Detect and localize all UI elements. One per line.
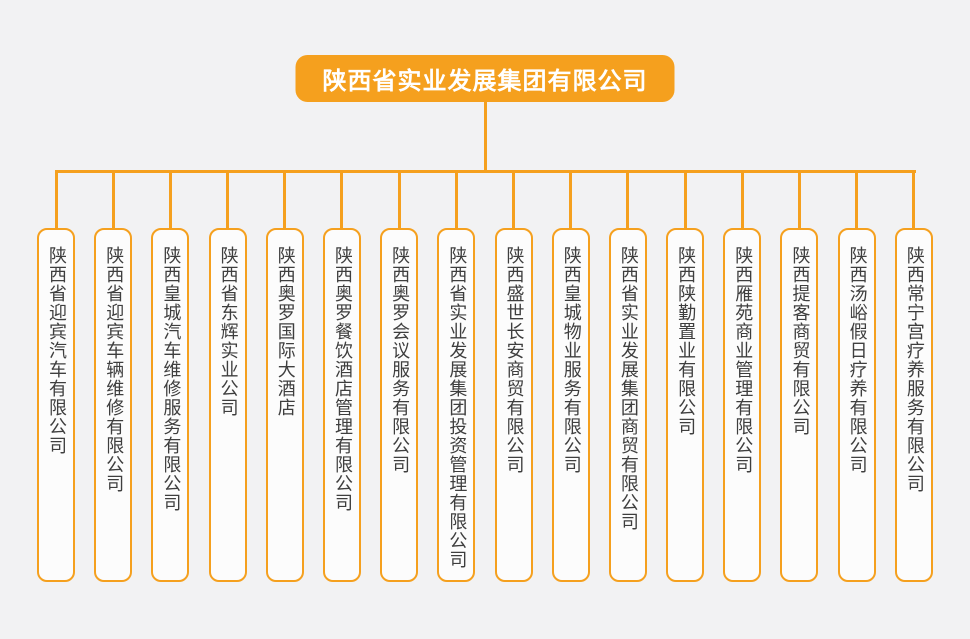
org-chart-child-node: 陕西省实业发展集团商贸有限公司 <box>608 228 647 582</box>
org-chart-branch: 陕西省东辉实业公司 <box>208 173 247 582</box>
org-chart-child-node: 陕西汤峪假日疗养有限公司 <box>837 228 876 582</box>
child-node-label: 陕西奥罗会议服务有限公司 <box>389 246 411 474</box>
org-chart-child-node: 陕西奥罗会议服务有限公司 <box>380 228 419 582</box>
child-node-label: 陕西陕勤置业有限公司 <box>675 246 697 436</box>
connector-drop-line <box>912 173 916 228</box>
child-node-label: 陕西省东辉实业公司 <box>217 246 239 417</box>
org-chart-child-node: 陕西皇城物业服务有限公司 <box>551 228 590 582</box>
org-chart-branch: 陕西皇城物业服务有限公司 <box>551 173 590 582</box>
connector-drop-line <box>54 173 58 228</box>
org-chart-child-node: 陕西省迎宾车辆维修有限公司 <box>94 228 133 582</box>
child-node-label: 陕西皇城汽车维修服务有限公司 <box>160 246 182 512</box>
child-node-label: 陕西盛世长安商贸有限公司 <box>503 246 525 474</box>
org-chart-child-node: 陕西奥罗国际大酒店 <box>265 228 304 582</box>
connector-drop-line <box>626 173 630 228</box>
org-chart-branch: 陕西奥罗国际大酒店 <box>265 173 304 582</box>
connector-drop-line <box>797 173 801 228</box>
connector-drop-line <box>397 173 401 228</box>
org-chart-branch: 陕西盛世长安商贸有限公司 <box>494 173 533 582</box>
org-chart-branch: 陕西汤峪假日疗养有限公司 <box>837 173 876 582</box>
root-node-label: 陕西省实业发展集团有限公司 <box>322 67 648 95</box>
child-node-label: 陕西常宁宫疗养服务有限公司 <box>903 246 925 493</box>
connector-drop-line <box>569 173 573 228</box>
connector-trunk-line <box>55 170 916 173</box>
org-chart-branch: 陕西常宁宫疗养服务有限公司 <box>894 173 933 582</box>
org-chart-branch: 陕西省迎宾汽车有限公司 <box>37 173 75 582</box>
org-chart-branch: 陕西省实业发展集团商贸有限公司 <box>608 173 647 582</box>
connector-drop-line <box>740 173 744 228</box>
subsidiary-columns: 陕西省迎宾汽车有限公司 陕西省迎宾车辆维修有限公司 陕西皇城汽车维修服务有限公司… <box>37 173 933 582</box>
child-node-label: 陕西省迎宾车辆维修有限公司 <box>103 246 125 493</box>
org-chart-child-node: 陕西常宁宫疗养服务有限公司 <box>894 228 933 582</box>
connector-drop-line <box>855 173 859 228</box>
child-node-label: 陕西省迎宾汽车有限公司 <box>46 246 67 455</box>
connector-drop-line <box>454 173 458 228</box>
org-chart-root-node: 陕西省实业发展集团有限公司 <box>295 55 675 102</box>
org-chart-branch: 陕西雁苑商业管理有限公司 <box>723 173 762 582</box>
org-chart-child-node: 陕西雁苑商业管理有限公司 <box>723 228 762 582</box>
org-chart-child-node: 陕西陕勤置业有限公司 <box>666 228 705 582</box>
org-chart-child-node: 陕西皇城汽车维修服务有限公司 <box>151 228 190 582</box>
org-chart-branch: 陕西省实业发展集团投资管理有限公司 <box>437 173 476 582</box>
child-node-label: 陕西省实业发展集团商贸有限公司 <box>617 246 639 531</box>
org-chart-child-node: 陕西奥罗餐饮酒店管理有限公司 <box>322 228 361 582</box>
connector-root-drop-line <box>484 102 487 171</box>
child-node-label: 陕西奥罗餐饮酒店管理有限公司 <box>331 246 353 512</box>
connector-drop-line <box>283 173 287 228</box>
child-node-label: 陕西奥罗国际大酒店 <box>274 246 296 417</box>
child-node-label: 陕西汤峪假日疗养有限公司 <box>846 246 868 474</box>
connector-drop-line <box>226 173 230 228</box>
connector-drop-line <box>683 173 687 228</box>
org-chart-child-node: 陕西提客商贸有限公司 <box>780 228 819 582</box>
org-chart-child-node: 陕西省实业发展集团投资管理有限公司 <box>437 228 476 582</box>
org-chart-branch: 陕西陕勤置业有限公司 <box>666 173 705 582</box>
child-node-label: 陕西皇城物业服务有限公司 <box>560 246 582 474</box>
connector-drop-line <box>168 173 172 228</box>
connector-drop-line <box>340 173 344 228</box>
connector-drop-line <box>111 173 115 228</box>
connector-drop-line <box>512 173 515 228</box>
org-chart-branch: 陕西皇城汽车维修服务有限公司 <box>151 173 190 582</box>
org-chart-branch: 陕西奥罗会议服务有限公司 <box>380 173 419 582</box>
org-chart-child-node: 陕西省东辉实业公司 <box>208 228 247 582</box>
child-node-label: 陕西提客商贸有限公司 <box>789 246 811 436</box>
org-chart-child-node: 陕西盛世长安商贸有限公司 <box>494 228 533 582</box>
org-chart-branch: 陕西省迎宾车辆维修有限公司 <box>94 173 133 582</box>
child-node-label: 陕西雁苑商业管理有限公司 <box>732 246 754 474</box>
org-chart-branch: 陕西奥罗餐饮酒店管理有限公司 <box>322 173 361 582</box>
org-chart-child-node: 陕西省迎宾汽车有限公司 <box>37 228 75 582</box>
child-node-label: 陕西省实业发展集团投资管理有限公司 <box>446 246 468 569</box>
org-chart-branch: 陕西提客商贸有限公司 <box>780 173 819 582</box>
